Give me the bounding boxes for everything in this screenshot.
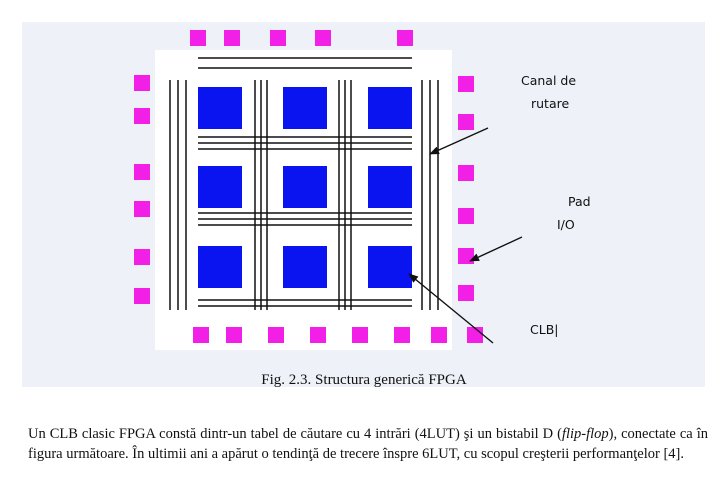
io-pad-bottom (467, 327, 483, 343)
routing-channel-label-line2: rutare (531, 96, 570, 111)
io-pads (134, 30, 483, 343)
pad-label-line1: Pad (568, 194, 591, 209)
paragraph-text-part2: ), conectate ca în figura următoare. În … (28, 426, 708, 462)
io-pad-right (458, 285, 474, 301)
io-pad-bottom (268, 327, 284, 343)
io-pad-bottom (193, 327, 209, 343)
clb-arrow (408, 273, 494, 344)
clb-block (198, 87, 242, 129)
io-pad-top (270, 30, 286, 46)
clb-block (368, 166, 412, 208)
figure-caption: Fig. 2.3. Structura generică FPGA (261, 372, 467, 388)
clb-grid (198, 87, 412, 288)
io-pad-bottom (431, 327, 447, 343)
paragraph-italic-term: flip-flop (561, 426, 609, 442)
pad-label-line2: I/O (557, 217, 575, 232)
clb-block (368, 246, 412, 288)
clb-block (283, 87, 327, 129)
io-pad-left (134, 201, 150, 217)
io-pad-left (134, 288, 150, 304)
routing-channel-label-line1: Canal de (521, 73, 577, 88)
clb-label: CLB| (530, 322, 559, 337)
io-pad-top (397, 30, 413, 46)
io-pad-bottom (226, 327, 242, 343)
fpga-structure-diagram (134, 30, 523, 350)
io-pad-right (458, 208, 474, 224)
io-pad-left (134, 164, 150, 180)
clb-block (283, 246, 327, 288)
io-pad-right (458, 248, 474, 264)
annotation-arrows (408, 127, 523, 344)
clb-block (198, 166, 242, 208)
clb-block (283, 166, 327, 208)
clb-block (198, 246, 242, 288)
io-pad-right (458, 76, 474, 92)
io-pad-left (134, 75, 150, 91)
io-pad-left (134, 249, 150, 265)
io-pad-bottom (352, 327, 368, 343)
paragraph-text-part1: Un CLB clasic FPGA constă dintr-un tabel… (28, 426, 562, 442)
io-pad-left (134, 108, 150, 124)
io-pad-top (224, 30, 240, 46)
io-pad-top (315, 30, 331, 46)
clb-block (368, 87, 412, 129)
body-paragraph: Un CLB clasic FPGA constă dintr-un tabel… (28, 424, 708, 464)
routing-arrow (429, 127, 489, 155)
io-pad-top (190, 30, 206, 46)
routing-channels (169, 57, 439, 310)
io-pad-right (458, 114, 474, 130)
pad-arrow (469, 236, 523, 262)
io-pad-bottom (310, 327, 326, 343)
io-pad-right (458, 165, 474, 181)
io-pad-bottom (394, 327, 410, 343)
